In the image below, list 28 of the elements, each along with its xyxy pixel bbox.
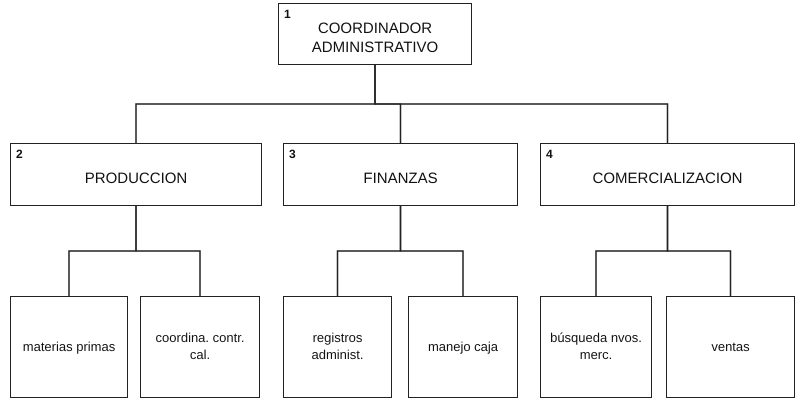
box-number: 1 bbox=[284, 7, 291, 21]
box-number: 3 bbox=[289, 147, 296, 161]
unit-name: registros administ. bbox=[310, 330, 365, 364]
unit-name: COORDINADOR ADMINISTRATIVO bbox=[310, 18, 440, 58]
org-box bbox=[408, 296, 518, 398]
unit-name: materias primas bbox=[22, 338, 116, 356]
org-box bbox=[10, 296, 128, 398]
unit-name: FINANZAS bbox=[363, 168, 438, 188]
org-box bbox=[540, 143, 795, 206]
box-number: 4 bbox=[546, 147, 553, 161]
unit-name: COMERCIALIZACION bbox=[592, 168, 742, 188]
org-box bbox=[140, 296, 260, 398]
connector-line bbox=[374, 65, 668, 143]
org-box bbox=[666, 296, 795, 398]
box-number: 2 bbox=[16, 147, 23, 161]
org-box bbox=[278, 3, 472, 65]
unit-name: coordina. contr. cal. bbox=[154, 330, 246, 364]
org-box bbox=[283, 143, 518, 206]
connector-line bbox=[666, 206, 732, 296]
connector-line bbox=[135, 206, 201, 296]
org-box bbox=[540, 296, 652, 398]
connector-line bbox=[400, 206, 464, 296]
unit-name: manejo caja bbox=[428, 338, 498, 356]
unit-name: PRODUCCION bbox=[84, 168, 188, 188]
org-box bbox=[10, 143, 262, 206]
unit-name: búsqueda nvos. merc. bbox=[549, 330, 643, 364]
org-box bbox=[283, 296, 392, 398]
unit-name: ventas bbox=[711, 338, 750, 356]
